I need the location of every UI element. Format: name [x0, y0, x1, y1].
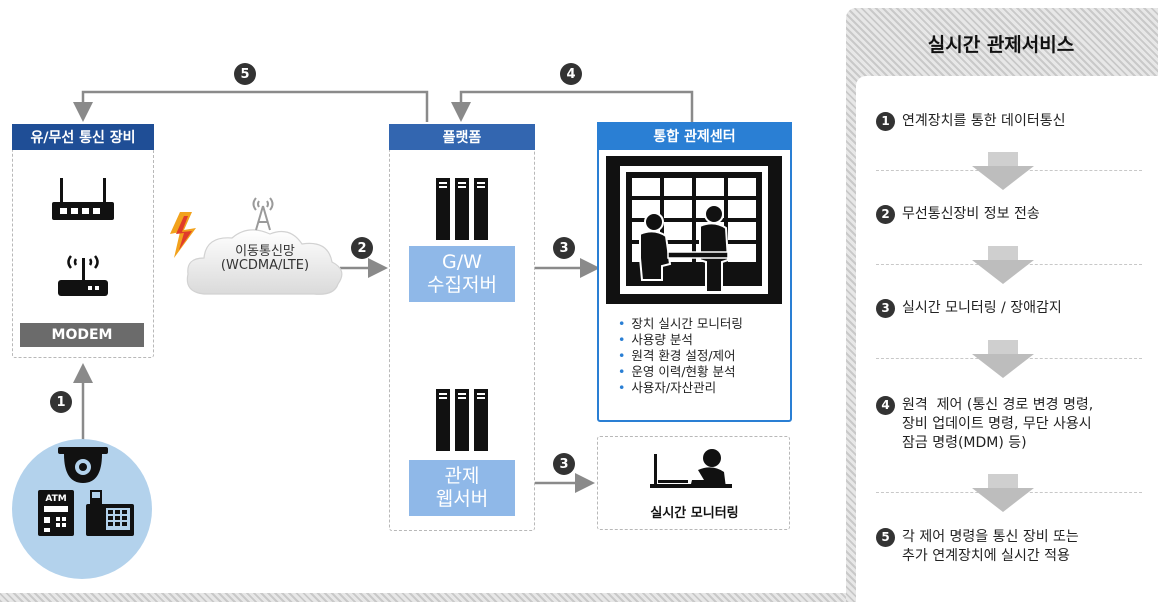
- service-step-2-text: 무선통신장비 정보 전송: [902, 206, 1040, 222]
- marker-2: 2: [351, 237, 373, 259]
- cctv-camera-icon: [58, 447, 108, 483]
- marker-3a: 3: [553, 237, 575, 259]
- marker-3b: 3: [553, 453, 575, 475]
- service-step-2-number: 2: [876, 205, 895, 224]
- monitoring-label: 실시간 모니터링: [650, 506, 739, 521]
- web-server-label-line2: 웹서버: [435, 488, 489, 510]
- gw-server-label-line1: G/W: [442, 251, 482, 273]
- feature-item: 사용자/자산관리: [618, 380, 786, 396]
- cloud-icon: [186, 229, 343, 295]
- control-center-title: 통합 관제센터: [597, 122, 792, 150]
- cell-tower-icon: [252, 197, 274, 231]
- web-server-label: 관제 웹서버: [409, 460, 515, 516]
- down-arrow-icon: [972, 152, 1034, 190]
- marker-5: 5: [234, 63, 256, 85]
- web-server-label-line1: 관제: [444, 465, 480, 487]
- feature-item: 운영 이력/현황 분석: [618, 364, 786, 380]
- control-room-icon: [606, 156, 782, 304]
- modem-label: MODEM: [20, 323, 144, 347]
- device-panel-title: 유/무선 통신 장비: [12, 124, 154, 150]
- platform-panel-title: 플랫폼: [389, 124, 535, 150]
- feature-item: 원격 환경 설정/제어: [618, 348, 786, 364]
- service-step-5-number: 5: [876, 528, 895, 547]
- atm-icon: [38, 490, 74, 536]
- service-step-4-text: 원격 제어 (통신 경로 변경 명령, 장비 업데이트 명령, 무단 사용시 잠…: [902, 397, 1094, 451]
- down-arrow-icon: [972, 474, 1034, 512]
- arrow-5: [73, 90, 429, 122]
- network-label-line1: 이동통신망: [235, 244, 295, 259]
- network-label-line2: (WCDMA/LTE): [220, 258, 310, 273]
- gw-server-icon: [436, 178, 488, 240]
- down-arrow-icon: [972, 246, 1034, 284]
- service-step-2: 2 무선통신장비 정보 전송: [876, 205, 1146, 224]
- service-step-1: 1 연계장치를 통한 데이터통신: [876, 112, 1146, 131]
- pos-terminal-icon: [86, 490, 134, 536]
- service-step-3-text: 실시간 모니터링 / 장애감지: [902, 300, 1062, 316]
- arrow-4: [451, 90, 694, 122]
- marker-4: 4: [560, 63, 582, 85]
- lightning-icon: [170, 212, 196, 258]
- service-step-5-text: 각 제어 명령을 통신 장비 또는 추가 연계장치에 실시간 적용: [902, 529, 1079, 564]
- service-panel-title: 실시간 관제서비스: [927, 34, 1075, 56]
- service-step-3-number: 3: [876, 299, 895, 318]
- marker-1: 1: [50, 391, 72, 413]
- web-server-icon: [436, 389, 488, 451]
- bottom-border-strip: [0, 593, 860, 602]
- feature-item: 사용량 분석: [618, 332, 786, 348]
- down-arrow-icon: [972, 340, 1034, 378]
- service-step-1-number: 1: [876, 112, 895, 131]
- service-step-1-text: 연계장치를 통한 데이터통신: [902, 113, 1066, 129]
- gw-server-label-line2: 수집저버: [427, 274, 497, 296]
- control-center-feature-list: 장치 실시간 모니터링 사용량 분석 원격 환경 설정/제어 운영 이력/현황 …: [618, 316, 786, 396]
- service-step-5: 5 각 제어 명령을 통신 장비 또는 추가 연계장치에 실시간 적용: [876, 528, 1148, 566]
- service-step-4-number: 4: [876, 396, 895, 415]
- service-step-4: 4 원격 제어 (통신 경로 변경 명령, 장비 업데이트 명령, 무단 사용시…: [876, 396, 1148, 453]
- feature-item: 장치 실시간 모니터링: [618, 316, 786, 332]
- router-icon: [52, 178, 114, 220]
- monitoring-operator-icon: [650, 449, 732, 488]
- wireless-modem-icon: [58, 255, 108, 296]
- service-step-3: 3 실시간 모니터링 / 장애감지: [876, 299, 1146, 318]
- atm-label: ATM: [45, 494, 67, 504]
- gw-server-label: G/W 수집저버: [409, 246, 515, 302]
